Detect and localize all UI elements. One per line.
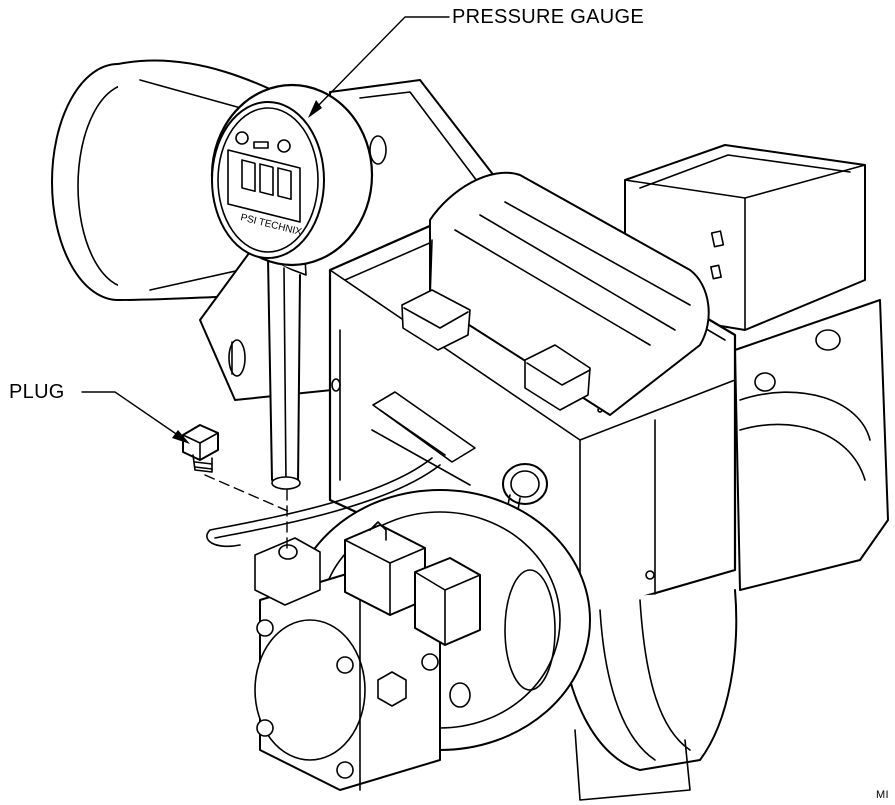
leader-lines: [81, 16, 450, 441]
rear-body: [734, 299, 889, 591]
pressure-gauge-label: PRESSURE GAUGE: [452, 6, 645, 28]
pump-bolts: [256, 619, 439, 779]
alignment-lines: [204, 474, 291, 549]
wire: [206, 457, 433, 548]
pressure-gauge-leader: [311, 16, 450, 113]
plug-leader: [81, 391, 186, 441]
wire: [214, 464, 441, 539]
pressure-gauge-arrowhead: [308, 100, 322, 118]
leader-arrowheads: [172, 100, 322, 444]
plug-label: PLUG: [9, 381, 65, 403]
pressure-gauge: PSI TECHNIX: [210, 83, 374, 490]
drawing-code: MI: [876, 789, 889, 801]
plug: [182, 424, 219, 473]
fuel-pump: [254, 489, 591, 791]
plug-arrowhead: [172, 430, 190, 444]
transformer-lid: [401, 171, 710, 416]
